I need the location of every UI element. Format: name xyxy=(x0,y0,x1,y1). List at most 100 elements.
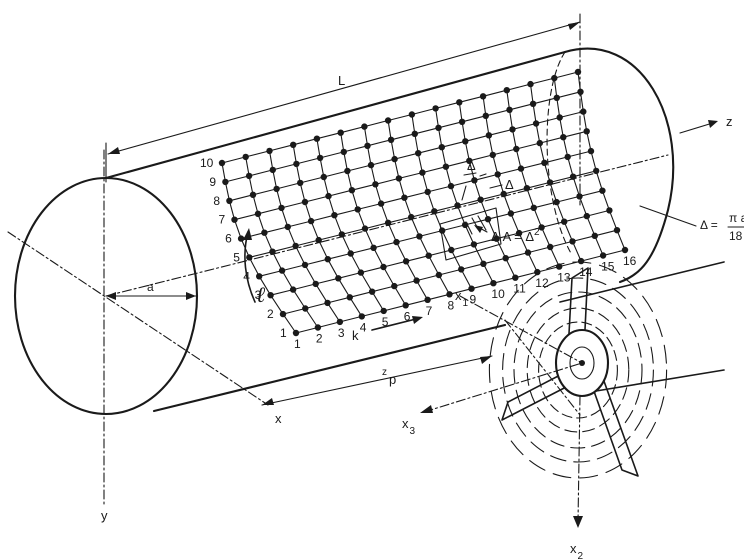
grid-node xyxy=(574,68,582,76)
x3-label-sub: 3 xyxy=(410,426,416,437)
grid-node xyxy=(354,206,361,213)
grid-node xyxy=(529,100,537,108)
grid-line-col-5 xyxy=(316,138,385,312)
grid-node xyxy=(500,190,507,198)
z-axis-arrowhead xyxy=(708,120,718,128)
wave-ring xyxy=(538,321,618,419)
grid-node xyxy=(292,242,299,250)
grid-node xyxy=(297,179,304,187)
cylinder-top-edge xyxy=(104,50,567,180)
sound-wave-rings xyxy=(488,261,668,479)
grid-node xyxy=(621,246,629,254)
grid-node xyxy=(424,188,431,196)
length-label: L xyxy=(338,73,345,88)
grid-node xyxy=(425,252,432,259)
grid-node xyxy=(312,280,319,288)
x2-label-x: x xyxy=(570,541,577,556)
spacing-leader xyxy=(639,205,697,227)
grid-node xyxy=(301,198,309,206)
global-axis-labels: z x y xyxy=(101,114,733,523)
grid-node xyxy=(395,175,403,182)
grid-node xyxy=(314,324,322,331)
grid-node xyxy=(401,194,408,201)
grid-node xyxy=(517,165,525,172)
grid-node xyxy=(357,269,365,276)
grid-node xyxy=(556,114,563,121)
grid-node xyxy=(577,88,584,96)
grid-node xyxy=(509,126,516,133)
grid-node xyxy=(435,124,442,131)
grid-node xyxy=(249,191,257,198)
grid-node xyxy=(547,243,554,251)
grid-node xyxy=(462,138,469,145)
grid-node xyxy=(466,157,473,164)
zp-dim-line xyxy=(261,355,493,406)
radius-dimension: a xyxy=(105,280,197,300)
column-label-8: 8 xyxy=(448,298,455,312)
grid-node xyxy=(348,187,356,194)
wave-ring xyxy=(513,291,643,449)
grid-node xyxy=(576,193,583,200)
grid-node xyxy=(513,145,520,153)
grid-node xyxy=(301,261,309,269)
grid-line-col-7 xyxy=(363,126,429,301)
grid-line-row-8 xyxy=(228,111,584,202)
column-label-5: 5 xyxy=(382,315,389,329)
cylinder-far-end-hidden xyxy=(546,51,573,256)
y-axis-label: y xyxy=(101,508,108,523)
grid-node xyxy=(482,112,489,120)
grid-node xyxy=(315,236,322,244)
grid-line-row-1 xyxy=(295,249,626,334)
grid-node xyxy=(402,258,410,265)
grid-node xyxy=(515,229,523,237)
grid-node xyxy=(485,132,493,139)
grid-node xyxy=(408,213,415,221)
grid-node xyxy=(560,134,567,141)
grid-node xyxy=(577,257,585,265)
radius-arrow-left xyxy=(106,292,116,300)
grid-line-col-6 xyxy=(340,132,407,306)
column-label-2: 2 xyxy=(316,332,323,346)
zp-label-p: p xyxy=(389,372,396,387)
grid-node xyxy=(254,210,262,217)
area-hatch-1 xyxy=(465,221,473,235)
grid-node xyxy=(325,192,332,200)
grid-node xyxy=(402,302,409,309)
grid-node xyxy=(344,167,351,175)
grid-node xyxy=(372,181,379,188)
grid-node xyxy=(313,135,321,142)
grid-node xyxy=(523,185,531,192)
grid-node xyxy=(361,225,369,232)
x3-label: x3 xyxy=(402,416,416,437)
grid-line-row-2 xyxy=(282,229,618,315)
grid-node xyxy=(278,267,286,274)
grid-node xyxy=(435,271,443,279)
zp-arrow-right xyxy=(480,356,492,364)
grid-node xyxy=(530,204,537,211)
grid-line-col-14 xyxy=(529,83,582,262)
grid-node xyxy=(538,224,545,231)
grid-node xyxy=(439,227,446,234)
grid-line-col-16 xyxy=(577,71,626,251)
surface-grid-nodes xyxy=(218,68,629,337)
column-label-4: 4 xyxy=(360,320,367,334)
x1-axis-line xyxy=(459,295,583,364)
grid-node xyxy=(226,197,233,204)
column-label-9: 9 xyxy=(470,293,477,307)
grid-node xyxy=(269,248,276,255)
wave-ring xyxy=(526,307,630,433)
grid-node xyxy=(448,246,455,254)
grid-node xyxy=(546,179,554,186)
column-label-1: 1 xyxy=(294,337,301,351)
grid-node xyxy=(569,173,577,180)
grid-line-col-15 xyxy=(553,77,604,257)
row-label-8: 8 xyxy=(213,194,220,208)
grid-node xyxy=(367,161,375,169)
grid-node xyxy=(231,216,238,223)
grid-node xyxy=(442,163,450,170)
grid-node xyxy=(380,307,387,315)
